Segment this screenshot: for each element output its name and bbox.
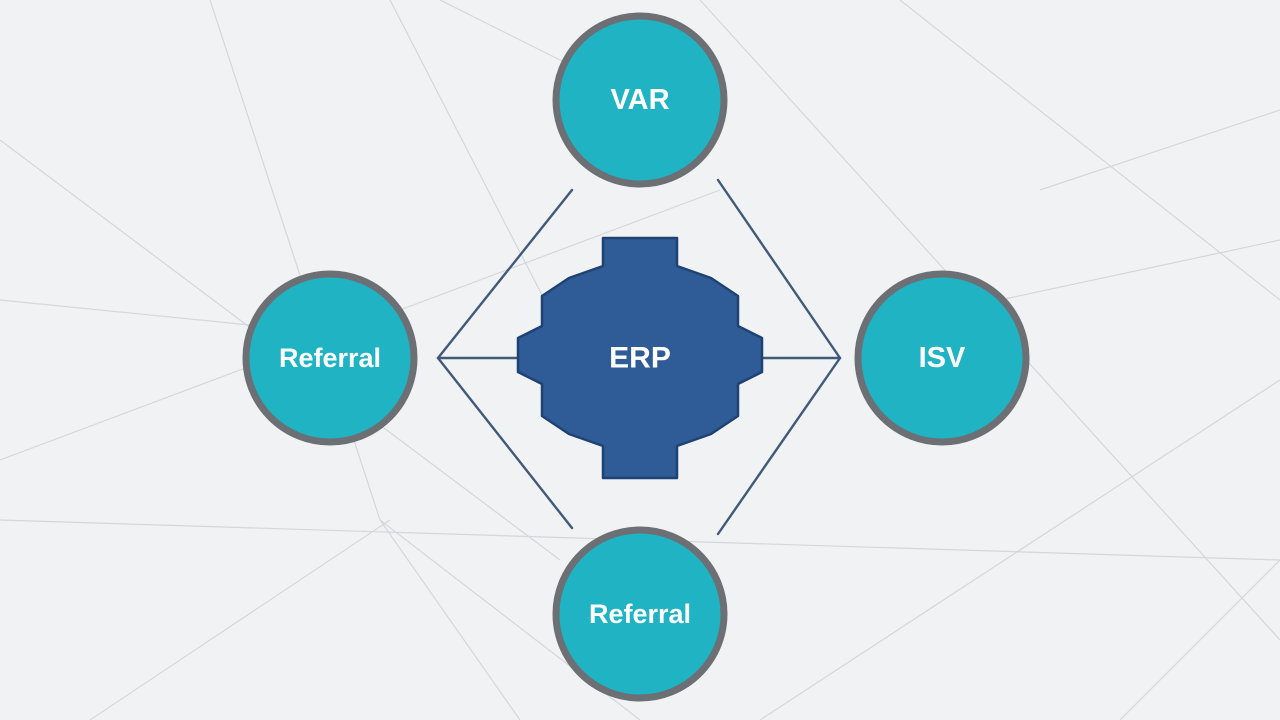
connector-right-top: [716, 178, 842, 360]
connector-left-bottom: [436, 356, 574, 530]
hub-erp[interactable]: ERP: [516, 236, 764, 480]
background-line: [999, 239, 1280, 301]
node-circle: [242, 270, 418, 446]
background-line: [1119, 559, 1280, 720]
node-left-referral[interactable]: Referral: [242, 270, 418, 446]
node-circle: [552, 526, 728, 702]
hub-label: ERP: [609, 342, 671, 375]
node-top-var[interactable]: VAR: [552, 12, 728, 188]
background-line: [1039, 109, 1280, 191]
node-label-referral-left: Referral: [279, 343, 381, 373]
node-circle: [552, 12, 728, 188]
background-line: [389, 0, 561, 331]
gear-icon: [516, 236, 764, 480]
node-bottom-referral[interactable]: Referral: [552, 526, 728, 702]
background-line: [899, 0, 1280, 301]
connectors: [436, 178, 842, 536]
background-line: [759, 379, 1280, 720]
node-right-isv[interactable]: ISV: [854, 270, 1030, 446]
node-label-referral-bottom: Referral: [589, 599, 691, 629]
node-label-var: VAR: [610, 84, 669, 116]
background-line: [379, 519, 521, 720]
connector-left-top: [436, 188, 574, 360]
connector-right-bottom: [716, 356, 842, 536]
background-line: [89, 519, 391, 720]
node-label-isv: ISV: [919, 342, 966, 374]
node-circle: [854, 270, 1030, 446]
